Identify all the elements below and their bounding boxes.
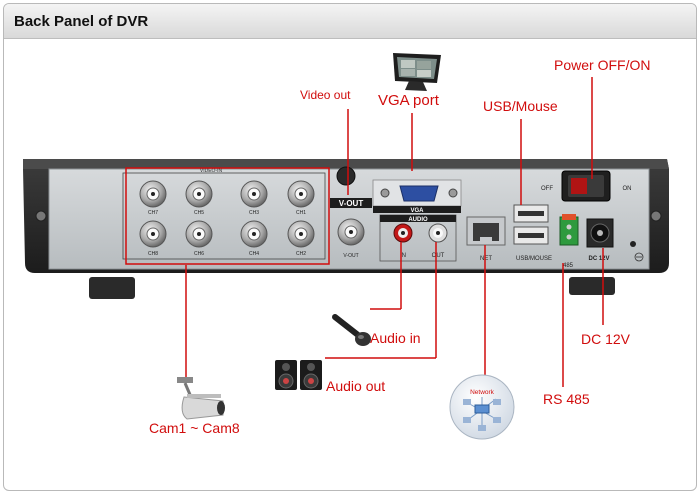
callout-audio-out: Audio out — [326, 378, 386, 394]
video-in-highlight — [125, 167, 330, 265]
speakers-icon — [275, 360, 322, 390]
foot-right — [569, 277, 615, 295]
rca-audio-in — [393, 223, 413, 243]
screw-icon — [336, 166, 356, 186]
callout-audio-in: Audio in — [370, 330, 421, 346]
dvr-unit — [23, 159, 669, 299]
video-in-label: VIDEO-IN — [200, 168, 223, 174]
callout-cameras: Cam1 ~ Cam8 — [149, 420, 240, 436]
bnc-connector-ch6 — [185, 220, 213, 248]
callout-lines — [185, 77, 604, 387]
bnc-connector-ch4 — [240, 220, 268, 248]
audio-out-port-label: OUT — [432, 253, 445, 259]
v-out-header: V-OUT — [339, 199, 364, 208]
v-out-block: V-OUT V-OUT — [330, 198, 372, 259]
video-in-block: VIDEO-IN CH7 CH5 CH3 CH1 CH8 CH6 CH4 CH2 — [122, 168, 326, 260]
microphone-icon — [332, 314, 371, 346]
bnc-connector-ch3 — [240, 180, 268, 208]
callout-vga-port: VGA port — [378, 92, 439, 109]
callout-usb-mouse: USB/Mouse — [483, 98, 558, 114]
callout-rs485: RS 485 — [543, 391, 590, 407]
foot-left — [89, 277, 135, 299]
network-icon: Network — [449, 374, 515, 440]
rs485-terminal: 485 — [559, 214, 579, 269]
net-label: NET — [480, 256, 492, 262]
rca-audio-out — [428, 223, 448, 243]
usb-mouse-label: USB/MOUSE — [516, 256, 552, 262]
net-port: NET — [466, 216, 506, 262]
camera-icon — [177, 377, 225, 420]
power-switch: OFF ON — [541, 170, 632, 202]
bnc-connector-ch1 — [287, 180, 315, 208]
channel-label: CH7 — [148, 210, 158, 216]
vga-port: VGA — [372, 179, 462, 214]
ground-icon — [634, 252, 644, 262]
led-icon — [630, 241, 636, 247]
rs485-port-label: 485 — [563, 263, 574, 269]
channel-label: CH3 — [249, 210, 259, 216]
channel-label: CH8 — [148, 251, 158, 257]
callout-dc12v: DC 12V — [581, 331, 631, 347]
screw-icon — [650, 210, 662, 222]
usb-ports: USB/MOUSE — [513, 204, 552, 262]
channel-label: CH6 — [194, 251, 204, 257]
channel-label: CH1 — [296, 210, 306, 216]
bnc-connector-ch8 — [139, 220, 167, 248]
channel-label: CH4 — [249, 251, 259, 257]
bnc-connector-vout — [337, 218, 365, 246]
monitor-icon — [393, 53, 441, 91]
vga-label: VGA — [410, 208, 424, 214]
off-label: OFF — [541, 186, 553, 192]
dc-power-jack: DC 12V — [586, 218, 614, 262]
bnc-connector-ch5 — [185, 180, 213, 208]
audio-label: AUDIO — [408, 217, 428, 223]
channel-label: CH5 — [194, 210, 204, 216]
bnc-connector-ch2 — [287, 220, 315, 248]
bnc-connector-ch7 — [139, 180, 167, 208]
callout-power: Power OFF/ON — [554, 57, 651, 73]
dc12v-port-label: DC 12V — [588, 256, 609, 262]
on-label: ON — [623, 186, 632, 192]
v-out-port-label: V-OUT — [343, 253, 358, 259]
channel-label: CH2 — [296, 251, 306, 257]
callout-video-out: Video out — [300, 88, 351, 102]
audio-in-port-label: IN — [400, 253, 406, 259]
header-bar: Back Panel of DVR — [4, 4, 696, 39]
screw-icon — [35, 210, 47, 222]
network-text: Network — [470, 389, 495, 396]
audio-block: AUDIO IN OUT — [379, 214, 457, 262]
dvr-diagram: VIDEO-IN CH7 CH5 CH3 CH1 CH8 CH6 CH4 CH2 — [23, 53, 669, 440]
page-title: Back Panel of DVR — [14, 13, 149, 30]
figure-frame: Back Panel of DVR — [3, 3, 697, 491]
